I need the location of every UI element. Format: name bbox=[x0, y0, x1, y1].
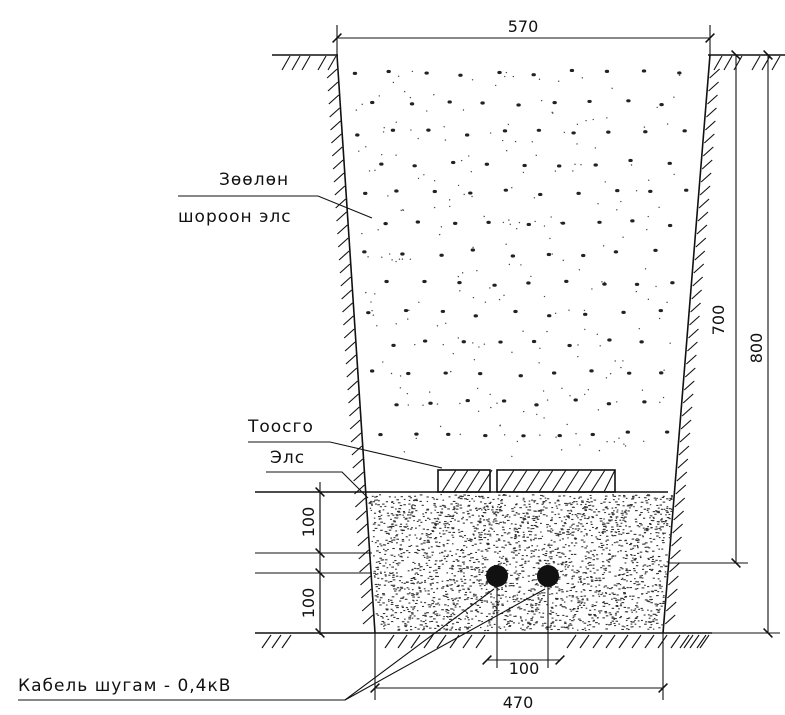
soft-soil-fill bbox=[352, 68, 689, 458]
trench-walls bbox=[326, 54, 720, 634]
brick-right bbox=[496, 469, 616, 493]
dim-depth-700-text: 700 bbox=[709, 305, 728, 336]
leader-cable: Кабель шугам - 0,4кВ bbox=[18, 588, 546, 701]
dimension-bottom-width: 470 bbox=[370, 633, 668, 712]
leader-brick: Тоосго bbox=[247, 417, 443, 469]
leader-sand: Элс bbox=[266, 448, 369, 499]
label-brick: Тоосго bbox=[247, 417, 314, 437]
label-soft-soil-line1: Зөөлөн bbox=[219, 170, 289, 190]
cable-left bbox=[486, 565, 508, 587]
dim-sand-lower-text: 100 bbox=[299, 588, 318, 619]
dimension-cable-spacing: 100 bbox=[482, 587, 565, 678]
dim-depth-800-text: 800 bbox=[747, 333, 766, 364]
dim-bottom-width-text: 470 bbox=[503, 693, 534, 712]
dimension-depth-700: 700 bbox=[668, 50, 760, 568]
label-soft-soil-line2: шороон элс bbox=[178, 207, 292, 227]
leader-soft-soil: Зөөлөн шороон элс bbox=[178, 170, 373, 227]
ground-surface bbox=[272, 54, 785, 71]
dim-cable-spacing-text: 100 bbox=[509, 659, 540, 678]
label-sand: Элс bbox=[270, 448, 305, 468]
dimension-sand-layers: 100 100 bbox=[299, 482, 325, 638]
dimension-depth-800: 800 bbox=[663, 50, 780, 638]
label-cable: Кабель шугам - 0,4кВ bbox=[18, 676, 231, 696]
trench-bottom bbox=[255, 632, 712, 649]
brick-left bbox=[437, 469, 493, 493]
dim-sand-upper-text: 100 bbox=[299, 507, 318, 538]
dimension-top-width: 570 bbox=[332, 17, 715, 55]
sand-layer bbox=[368, 494, 674, 632]
dim-top-width-text: 570 bbox=[508, 17, 539, 36]
cable-right bbox=[537, 565, 559, 587]
